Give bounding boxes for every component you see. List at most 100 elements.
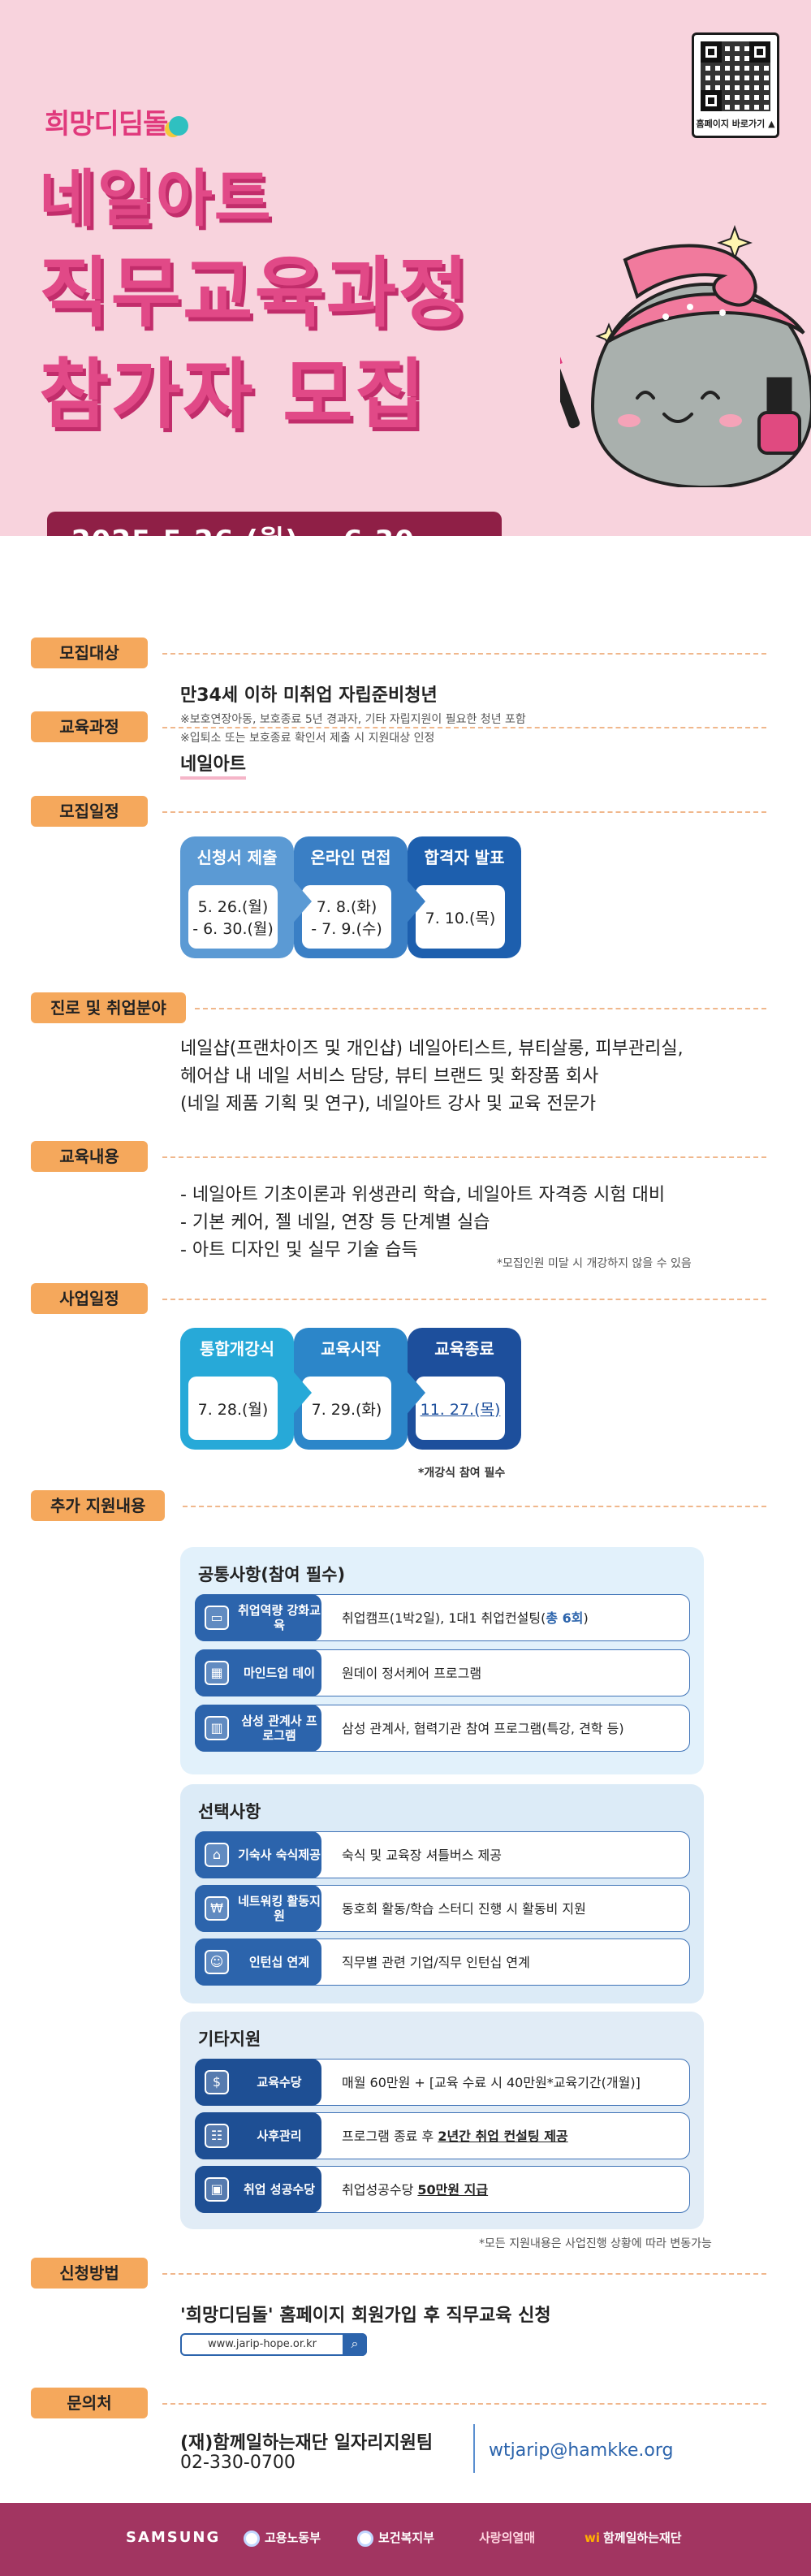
homepage-url-box[interactable]: www.jarip-hope.or.kr ⌕ — [180, 2333, 367, 2356]
step-dates: 7. 28.(월) — [188, 1377, 278, 1440]
qr-label: 홈페이지 바로가기 ▲ — [696, 119, 775, 129]
recruit-period-banner: 2025.5.26.(월) ~ 6.30.(월)까지 — [47, 512, 502, 536]
support-row-badge: ▭ 취업역량 강화교육 — [195, 1594, 321, 1641]
homepage-url[interactable]: www.jarip-hope.or.kr — [208, 2338, 317, 2350]
support-other-title: 기타지원 — [198, 2029, 261, 2049]
section-tag-program: 사업일정 — [31, 1283, 148, 1314]
support-label: 기숙사 숙식제공 — [238, 1848, 321, 1862]
schedule-flow: 신청서 제출 5. 26.(월) - 6. 30.(월) 온라인 면접 7. 8… — [180, 836, 521, 958]
step-date: - 6. 30.(월) — [192, 920, 274, 938]
hero-title-line3: 참가자 모집 — [39, 351, 427, 439]
target-note: ※보호연장아동, 보호종료 5년 경과자, 기타 자립지원이 필요한 청년 포함 — [180, 713, 526, 726]
contact-org: (재)함께일하는재단 일자리지원팀 — [180, 2433, 434, 2453]
calendar-icon: ▦ — [205, 1661, 229, 1685]
career-line: 헤어샵 내 네일 서비스 담당, 뷰티 브랜드 및 화장품 회사 — [180, 1066, 599, 1087]
support-row: ▥삼성 관계사 프로그램 삼성 관계사, 협력기관 참여 프로그램(특강, 견학… — [195, 1705, 690, 1752]
program-step: 교육시작 7. 29.(화) — [294, 1328, 425, 1450]
career-text: 네일샵(프랜차이즈 및 개인샵) 네일아티스트, 뷰티살롱, 피부관리실, 헤어… — [180, 1035, 684, 1118]
building-icon: ▥ — [205, 1716, 229, 1740]
step-dates: 7. 29.(화) — [302, 1377, 391, 1440]
contact-email[interactable]: wtjarip@hamkke.org — [489, 2440, 674, 2461]
step-title: 신청서 제출 — [196, 848, 278, 867]
support-label: 사후관리 — [257, 2129, 302, 2143]
arrow-right-icon — [404, 1368, 425, 1417]
support-optional-box: 선택사항 ⌂기숙사 숙식제공 숙식 및 교육장 셔틀버스 제공 ₩네트워킹 활동… — [180, 1784, 704, 2003]
support-row-badge: ▣ 취업 성공수당 — [195, 2166, 321, 2213]
qr-eye — [701, 41, 722, 63]
support-common-title: 공통사항(참여 필수) — [198, 1565, 346, 1584]
step-dates: 5. 26.(월) - 6. 30.(월) — [188, 885, 278, 949]
qr-eye — [749, 41, 770, 63]
support-row-badge: ⌂기숙사 숙식제공 — [195, 1831, 321, 1878]
support-row: ☺ 인턴십 연계 직무별 관련 기업/직무 인턴십 연계 — [195, 1938, 690, 1986]
ministry-emblem-icon — [244, 2530, 260, 2547]
divider — [162, 1156, 766, 1158]
support-desc-underline: 2년간 취업 컨설팅 제공 — [438, 2129, 568, 2144]
support-common-box: 공통사항(참여 필수) ▭취업역량 강화교육 취업캠프(1박2일), 1대1 취… — [180, 1547, 704, 1774]
divider — [162, 1299, 766, 1300]
support-desc-text: 프로그램 종료 후 — [342, 2129, 438, 2144]
support-desc: 원데이 정서케어 프로그램 — [342, 1666, 482, 1681]
schedule-step: 온라인 면접 7. 8.(화) - 7. 9.(수) — [294, 836, 425, 958]
content-text: - 네일아트 기초이론과 위생관리 학습, 네일아트 자격증 시험 대비 - 기… — [180, 1182, 665, 1264]
support-desc: 취업성공수당 50만원 지급 — [342, 2167, 488, 2214]
apply-text: '희망디딤돌' 홈페이지 회원가입 후 직무교육 신청 — [180, 2306, 551, 2326]
people-icon: ☺ — [205, 1950, 229, 1974]
support-row-badge: ▦ 마인드업 데이 — [195, 1649, 321, 1696]
support-label: 마인드업 데이 — [243, 1666, 316, 1680]
divider — [162, 727, 766, 728]
schedule-step: 신청서 제출 5. 26.(월) - 6. 30.(월) — [180, 836, 312, 958]
step-date: - 7. 9.(수) — [311, 920, 382, 938]
support-row: ₩네트워킹 활동지원 동호회 활동/학습 스터디 진행 시 활동비 지원 — [195, 1885, 690, 1932]
divider — [162, 653, 766, 655]
support-label: 인턴십 연계 — [248, 1955, 310, 1969]
program-step: 통합개강식 7. 28.(월) — [180, 1328, 312, 1450]
content-line: - 네일아트 기초이론과 위생관리 학습, 네일아트 자격증 시험 대비 — [180, 1185, 666, 1205]
partner-logo-text: 함께일하는재단 — [603, 2531, 682, 2545]
hero-banner: 홈페이지 바로가기 ▲ 희망디딤돌 네일아트 직무교육과정 참가자 모집 — [0, 0, 811, 536]
step-date: 7. 8.(화) — [316, 898, 377, 916]
support-row-badge: ₩네트워킹 활동지원 — [195, 1885, 321, 1932]
support-label: 취업역량 강화교육 — [238, 1603, 321, 1632]
schedule-step: 합격자 발표 7. 10.(목) — [408, 836, 521, 958]
section-tag-course: 교육과정 — [31, 711, 148, 742]
support-row-badge: ☺ 인턴십 연계 — [195, 1938, 321, 1986]
qr-eye — [701, 90, 722, 111]
support-other-box: 기타지원 $교육수당 매월 60만원 + [교육 수료 시 40만원*교육기간(… — [180, 2012, 704, 2229]
support-label: 취업 성공수당 — [243, 2182, 316, 2197]
content-note: *모집인원 미달 시 개강하지 않을 수 있음 — [497, 1257, 692, 1270]
computer-icon: ▭ — [205, 1606, 229, 1630]
qr-code[interactable]: 홈페이지 바로가기 ▲ — [692, 32, 779, 138]
partner-logo-text: 사랑의열매 — [479, 2531, 536, 2545]
partner-logo: 고용노동부 — [244, 2529, 321, 2547]
brand-logo-text: 희망디딤돌 — [45, 108, 168, 140]
partner-logo: 사랑의열매 — [479, 2529, 535, 2546]
hero-title-line2: 직무교육과정 — [39, 249, 470, 338]
search-icon[interactable]: ⌕ — [343, 2333, 367, 2356]
section-tag-support: 추가 지원내용 — [31, 1490, 166, 1521]
section-tag-career: 진로 및 취업분야 — [31, 992, 186, 1023]
nail-polish-icon — [757, 377, 801, 455]
foundation-mark-icon: wi — [585, 2531, 600, 2545]
contact-separator — [473, 2424, 475, 2473]
support-desc: 숙식 및 교육장 셔틀버스 제공 — [342, 1848, 502, 1863]
support-desc: 프로그램 종료 후 2년간 취업 컨설팅 제공 — [342, 2113, 568, 2160]
briefcase-icon: ▣ — [205, 2177, 229, 2202]
step-date: 11. 27.(목) — [420, 1400, 501, 1419]
program-note: *개강식 참여 필수 — [418, 1467, 506, 1480]
step-title: 온라인 면접 — [310, 848, 391, 867]
support-row-badge: $교육수당 — [195, 2059, 321, 2106]
step-title: 통합개강식 — [200, 1339, 274, 1359]
section-tag-content: 교육내용 — [31, 1141, 148, 1172]
support-desc: 직무별 관련 기업/직무 인턴십 연계 — [342, 1955, 530, 1970]
support-row: ▦ 마인드업 데이 원데이 정서케어 프로그램 — [195, 1649, 690, 1696]
step-dates: 7. 10.(목) — [416, 885, 505, 949]
support-row: $교육수당 매월 60만원 + [교육 수료 시 40만원*교육기간(개월)] — [195, 2059, 690, 2106]
step-dates: 11. 27.(목) — [416, 1377, 505, 1440]
divider — [162, 811, 766, 813]
section-tag-target: 모집대상 — [31, 638, 148, 668]
divider — [183, 1506, 766, 1507]
ministry-emblem-icon — [357, 2530, 373, 2547]
